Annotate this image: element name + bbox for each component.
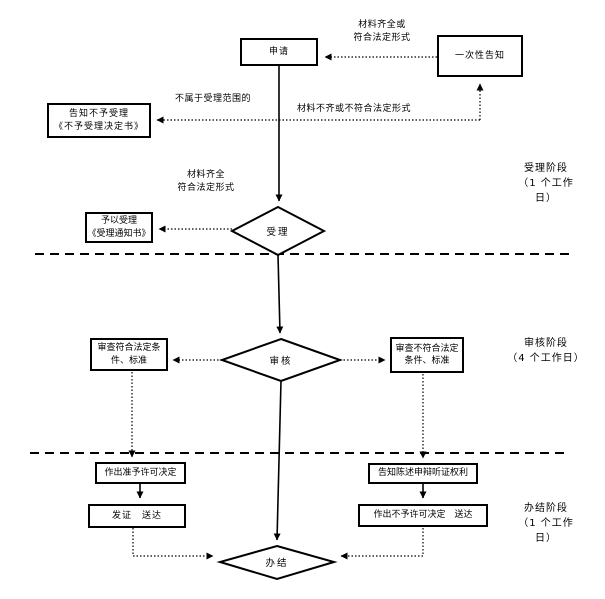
review-pass-box: 审查符合法定条 件、标准 [90,338,168,371]
review-fail-box: 审查不符合法定 条件、标准 [390,337,464,373]
deny-decision-box: 作出不予许可决定 送达 [358,504,488,527]
edge-accept-to-audit [276,254,284,334]
stage-separator-lines [30,253,575,454]
solid-connectors [136,66,427,541]
edge-issue-to-complete [132,528,214,560]
edge-label-out-of-scope: 不属于受理范围的 [174,94,251,104]
accept-notice-box: 予以受理 《受理通知书》 [85,212,153,243]
dotted-connectors [128,53,484,560]
reject-notice-box: 告知不予受理 《不予受理决定书》 [47,103,151,138]
apply-box: 申请 [240,38,318,66]
audit-diamond [219,337,343,383]
complete-diamond-label: 办结 [265,558,289,569]
grant-decision-box: 作出准予许可决定 [95,462,186,484]
one-time-notice-box: 一次性告知 [437,35,523,77]
complete-diamond [216,544,338,581]
stage-label-audit: 审核阶段 （4 个工作日） [507,338,585,364]
edge-label-complete-valid: 材料齐全 符合法定形式 [177,170,235,194]
hearing-rights-box: 告知陈述申辩听证权利 [368,463,478,484]
audit-diamond-label: 审核 [269,356,293,367]
edge-label-complete-or-valid: 材料齐全或 符合法定形式 [353,20,411,44]
accept-diamond-label: 受理 [266,227,290,238]
edge-label-incomplete-or-invalid: 材料不齐或不符合法定形式 [296,104,411,114]
decision-diamonds [216,205,343,581]
edge-deny-to-complete [340,528,424,560]
edge-audit-to-complete [273,380,282,541]
stage-label-accept: 受理阶段 （1 个工作 日） [518,163,574,204]
accept-diamond [229,205,327,257]
stage-label-complete: 办结阶段 （1 个工作 日） [518,503,574,544]
issue-deliver-box: 发证 送达 [88,504,186,528]
